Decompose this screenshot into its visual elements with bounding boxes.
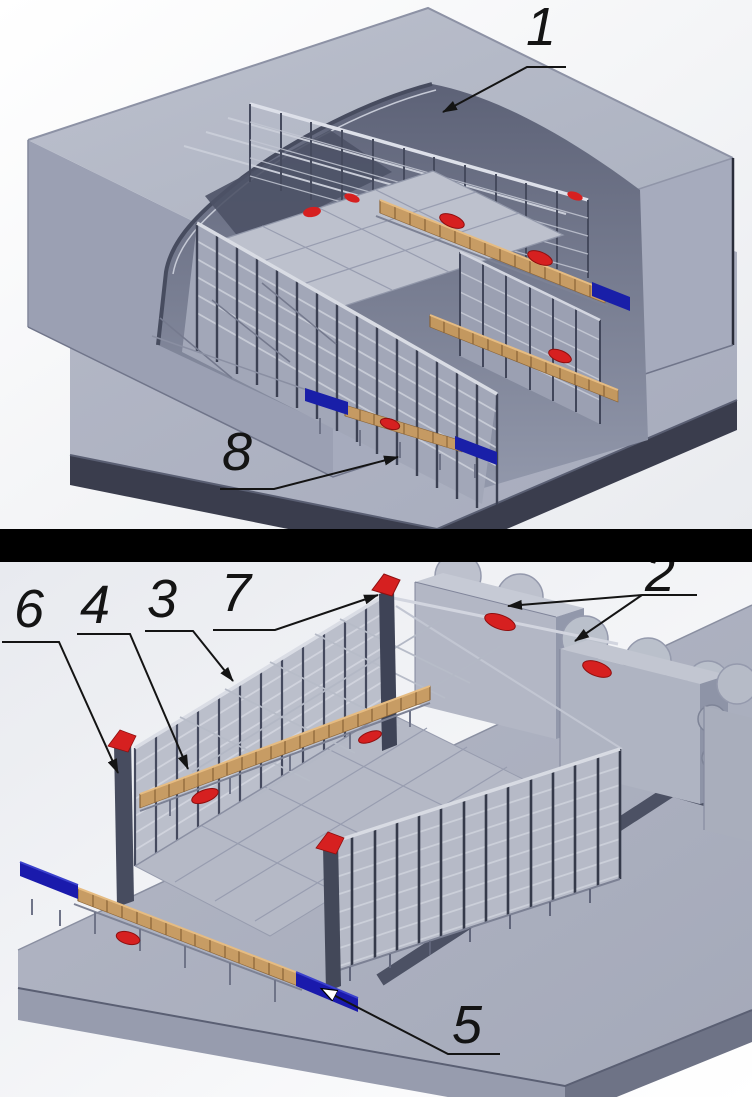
lumber-row-upper: [375, 199, 630, 311]
roof-cross-rails: [179, 618, 471, 782]
outfeed-conveyor: [19, 861, 359, 1012]
blue-conveyor-left: [20, 862, 78, 899]
callout-5: 5: [452, 995, 483, 1055]
leader-line-6: [2, 641, 119, 774]
fan-unit-3: [703, 663, 752, 842]
front-wall-lattice: [328, 747, 622, 981]
back-wall-top-rail: [134, 592, 388, 750]
interior-rack: [151, 102, 601, 508]
callout-7: 7: [221, 563, 252, 623]
callout-4: 4: [80, 575, 111, 635]
base-braces: [159, 282, 337, 379]
lumber-row-lower: [429, 314, 619, 403]
leader-line-8: [220, 455, 399, 490]
fan-shroud-bump: [716, 663, 752, 705]
red-actuator: [548, 348, 572, 364]
callout-leaders-bottom: [2, 594, 697, 1055]
blue-conveyor-segment: [592, 282, 630, 311]
red-clamp: [371, 573, 401, 597]
chamber-cutaway-drawing: [0, 0, 752, 529]
leader-line-7: [213, 594, 379, 631]
red-actuator: [484, 612, 516, 632]
leader-line-1: [442, 66, 566, 113]
front-wall-top-rail: [329, 747, 621, 845]
lumber-row-legs: [169, 711, 411, 816]
figure-separator-bar: [0, 529, 752, 562]
blue-conveyor-segment: [305, 388, 348, 415]
callout-2: 2: [645, 562, 676, 603]
mechanism-drawing: [0, 562, 752, 1097]
interior-shadow: [205, 130, 392, 244]
rack-top-rail: [249, 102, 589, 202]
callout-6: 6: [14, 579, 45, 639]
red-actuator: [379, 417, 401, 431]
red-actuator: [439, 213, 465, 229]
callout-3: 3: [147, 569, 178, 629]
figure-bottom-open-view: 6 4 3 7 2 5: [0, 562, 752, 1097]
red-actuator: [582, 660, 612, 678]
callout-leaders-top: [220, 66, 566, 490]
red-actuator: [115, 930, 141, 946]
front-wall-legs: [349, 889, 591, 981]
conveyor-legs: [319, 418, 476, 478]
front-wall-slats: [329, 766, 621, 970]
red-actuator: [358, 730, 382, 744]
red-actuator: [191, 787, 219, 805]
callout-1: 1: [526, 0, 557, 57]
red-clamp: [315, 831, 345, 855]
leader-line-3: [145, 630, 234, 682]
leader-line-4: [77, 633, 189, 770]
leader-line-2b: [574, 594, 643, 642]
front-out-conveyor: [305, 388, 497, 478]
front-wall-slats: [196, 240, 498, 485]
scattered-red-fittings: [303, 191, 583, 218]
leader-line-2a: [507, 594, 643, 610]
blue-conveyor-segment: [455, 436, 497, 465]
lumber-row: [139, 685, 431, 816]
rack-deck: [203, 170, 565, 310]
left-mast: [107, 729, 137, 907]
figure-top-cutaway-view: 1 8: [0, 0, 752, 529]
front-mast: [315, 831, 345, 992]
red-clamp: [107, 729, 137, 753]
callout-8: 8: [222, 422, 253, 482]
leader-line-5: [322, 989, 500, 1055]
red-actuator: [527, 250, 553, 266]
